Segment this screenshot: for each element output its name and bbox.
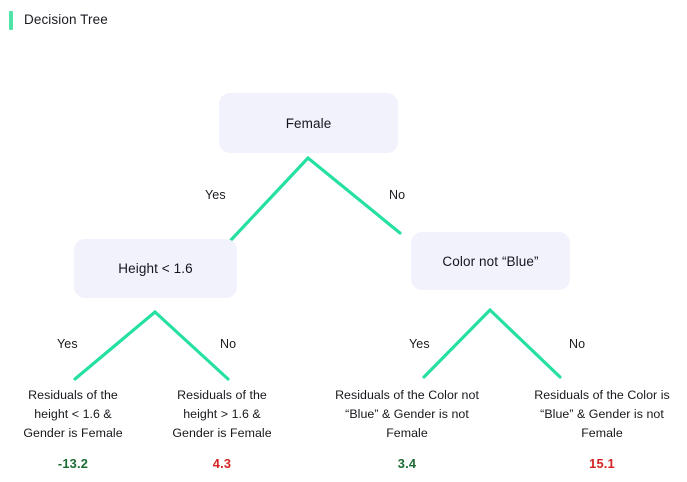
tree-leaf-1-text: Residuals of the height < 1.6 & Gender i… [3, 386, 143, 443]
edge-label-left-no: No [220, 337, 237, 351]
tree-leaf-3-line-3: Female [386, 426, 428, 440]
tree-leaf-2-line-1: Residuals of the [177, 388, 267, 402]
tree-node-right-label: Color not “Blue” [442, 253, 539, 269]
tree-leaf-4-line-2: “Blue” & Gender is not [540, 407, 664, 421]
tree-node-right[interactable]: Color not “Blue” [411, 232, 570, 290]
tree-leaf-2-value: 4.3 [212, 456, 232, 471]
edge-label-root-yes: Yes [205, 188, 226, 202]
tree-leaf-1-value: -13.2 [57, 456, 89, 471]
edge-right-to-leaf-3 [422, 308, 492, 379]
tree-leaf-2-text: Residuals of the height > 1.6 & Gender i… [152, 386, 292, 443]
tree-leaf-1-line-2: height < 1.6 & [34, 407, 112, 421]
tree-node-left[interactable]: Height < 1.6 [74, 239, 237, 298]
tree-leaf-1-line-1: Residuals of the [28, 388, 118, 402]
header-accent-bar [9, 10, 13, 30]
tree-leaf-4: Residuals of the Color is “Blue” & Gende… [518, 386, 686, 471]
tree-leaf-2: Residuals of the height > 1.6 & Gender i… [152, 386, 292, 471]
tree-node-left-label: Height < 1.6 [118, 261, 193, 276]
edge-right-to-leaf-4 [488, 308, 562, 379]
edge-root-to-right [306, 156, 402, 235]
tree-leaf-4-line-3: Female [581, 426, 623, 440]
tree-leaf-4-line-1: Residuals of the Color is [534, 388, 670, 402]
edge-label-root-no: No [389, 188, 406, 202]
tree-leaf-3-value: 3.4 [397, 456, 417, 471]
edge-root-to-left [229, 156, 310, 242]
tree-leaf-2-line-3: Gender is Female [172, 426, 272, 440]
edge-label-left-yes: Yes [57, 337, 78, 351]
edge-left-to-leaf-1 [73, 310, 157, 381]
tree-node-root[interactable]: Female [219, 93, 398, 153]
edge-left-to-leaf-2 [153, 310, 230, 381]
tree-leaf-1: Residuals of the height < 1.6 & Gender i… [3, 386, 143, 471]
tree-node-root-label: Female [285, 115, 332, 131]
tree-leaf-3: Residuals of the Color not “Blue” & Gend… [318, 386, 496, 471]
tree-leaf-3-line-1: Residuals of the Color not [335, 388, 479, 402]
tree-leaf-4-text: Residuals of the Color is “Blue” & Gende… [518, 386, 686, 443]
page-header: Decision Tree [0, 0, 687, 40]
page-title: Decision Tree [24, 12, 108, 28]
tree-leaf-2-line-2: height > 1.6 & [183, 407, 261, 421]
tree-leaf-1-line-3: Gender is Female [23, 426, 123, 440]
tree-leaf-4-value: 15.1 [589, 456, 615, 471]
edge-label-right-no: No [569, 337, 586, 351]
tree-leaf-3-text: Residuals of the Color not “Blue” & Gend… [318, 386, 496, 443]
edge-label-right-yes: Yes [409, 337, 430, 351]
tree-leaf-3-line-2: “Blue” & Gender is not [345, 407, 469, 421]
